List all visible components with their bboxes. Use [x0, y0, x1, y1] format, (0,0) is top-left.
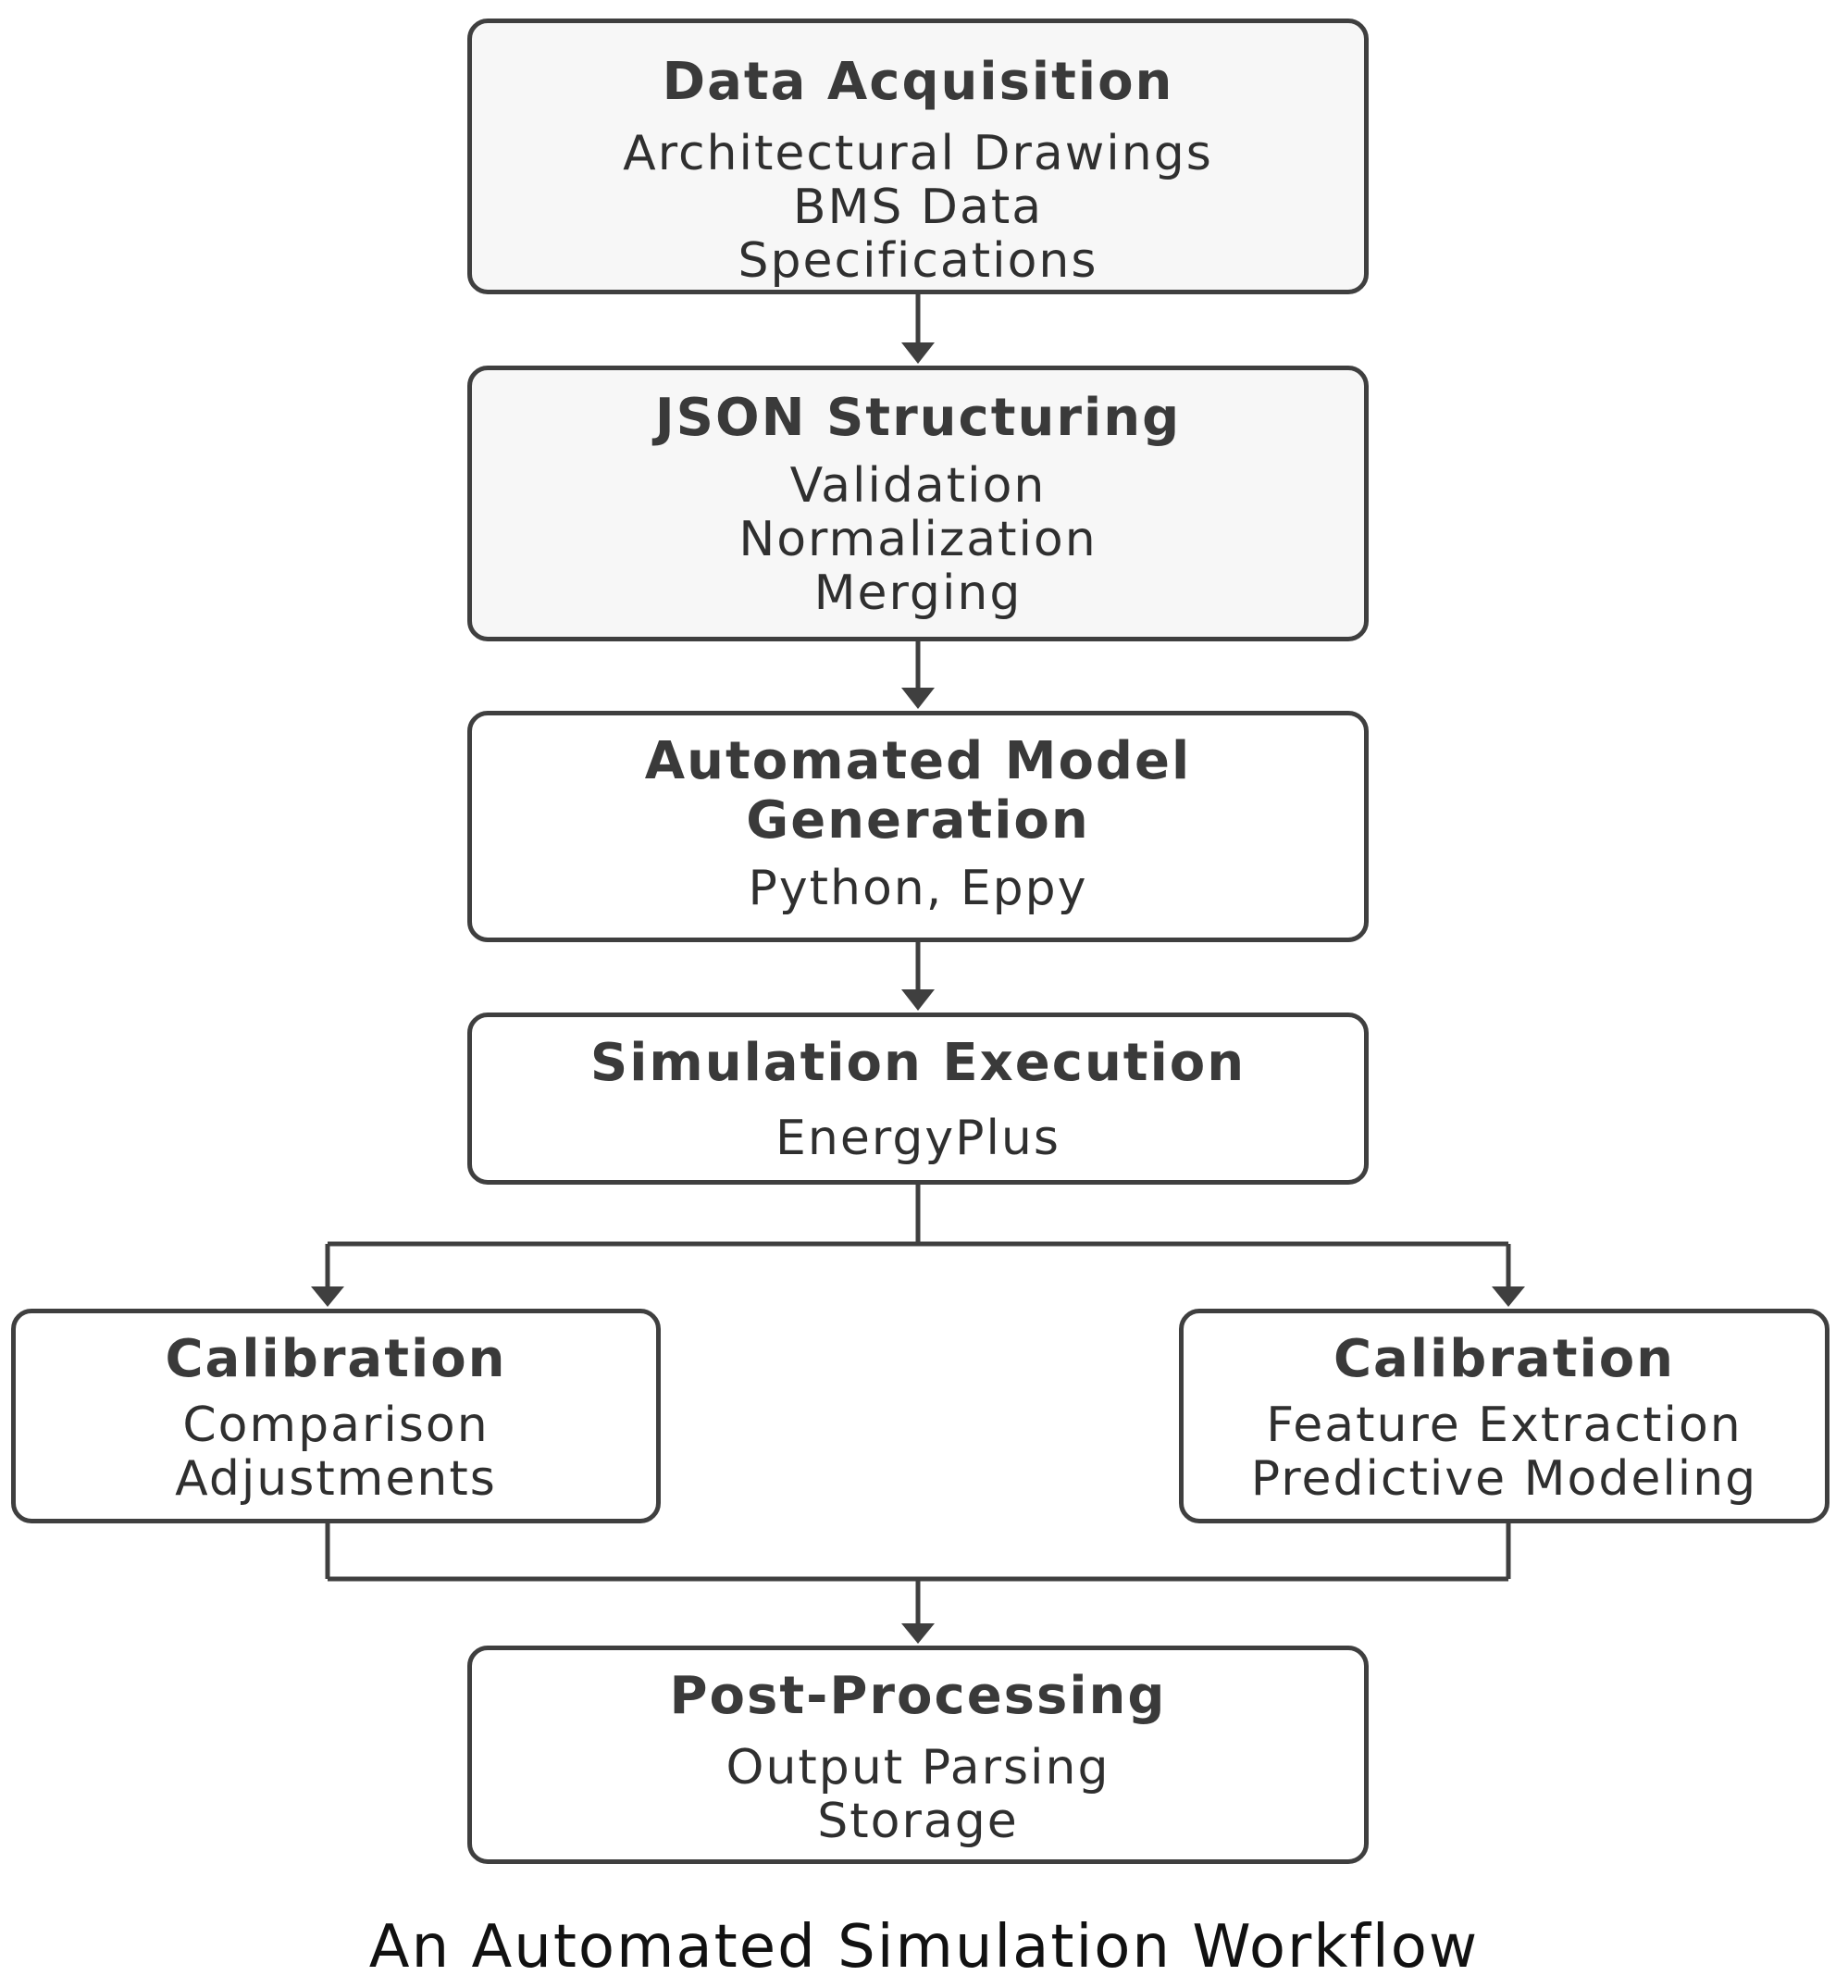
node-title: Calibration: [1333, 1329, 1676, 1389]
node-title: Calibration: [165, 1329, 507, 1389]
arrowhead-icon: [901, 342, 935, 364]
node-json-structuring: JSON Structuring Validation Normalizatio…: [467, 366, 1369, 641]
node-line: Predictive Modeling: [1250, 1451, 1758, 1507]
node-calibration-right: Calibration Feature Extraction Predictiv…: [1179, 1309, 1829, 1523]
node-lines: EnergyPlus: [775, 1112, 1060, 1165]
node-title: Data Acquisition: [662, 52, 1174, 112]
node-line: Output Parsing: [726, 1740, 1110, 1795]
node-line: Merging: [813, 565, 1023, 621]
node-lines: Output Parsing Storage: [726, 1741, 1110, 1848]
arrowhead-icon: [901, 1623, 935, 1644]
node-lines: Validation Normalization Merging: [738, 459, 1097, 620]
node-title: Simulation Execution: [589, 1033, 1246, 1093]
node-lines: Architectural Drawings BMS Data Specific…: [623, 127, 1213, 288]
node-line: BMS Data: [792, 180, 1044, 235]
node-lines: Python, Eppy: [749, 862, 1088, 915]
node-line: Comparison: [182, 1398, 490, 1453]
node-line: Normalization: [738, 512, 1098, 567]
node-lines: Comparison Adjustments: [175, 1398, 497, 1506]
node-simulation-execution: Simulation Execution EnergyPlus: [467, 1013, 1369, 1185]
node-line: Feature Extraction: [1266, 1398, 1743, 1453]
arrowhead-icon: [901, 989, 935, 1011]
node-line: Architectural Drawings: [623, 126, 1213, 181]
node-post-processing: Post-Processing Output Parsing Storage: [467, 1646, 1369, 1864]
diagram-caption: An Automated Simulation Workflow: [368, 1913, 1480, 1982]
arrowhead-icon: [311, 1286, 344, 1307]
node-line: Adjustments: [175, 1451, 497, 1507]
arrowhead-icon: [901, 688, 935, 709]
node-automated-model-generation: Automated Model Generation Python, Eppy: [467, 711, 1369, 942]
node-line: Validation: [789, 458, 1047, 514]
node-line: Specifications: [738, 233, 1098, 289]
node-line: Python, Eppy: [748, 861, 1088, 916]
node-title: Post-Processing: [669, 1666, 1167, 1726]
node-title: JSON Structuring: [654, 388, 1182, 448]
node-line: Storage: [817, 1794, 1019, 1849]
node-line: EnergyPlus: [775, 1111, 1060, 1166]
node-title-line: Generation: [746, 790, 1090, 851]
node-data-acquisition: Data Acquisition Architectural Drawings …: [467, 19, 1369, 294]
node-title-line: Automated Model: [644, 731, 1192, 791]
node-lines: Feature Extraction Predictive Modeling: [1251, 1398, 1757, 1506]
node-calibration-left: Calibration Comparison Adjustments: [11, 1309, 661, 1523]
arrowhead-icon: [1492, 1286, 1525, 1307]
